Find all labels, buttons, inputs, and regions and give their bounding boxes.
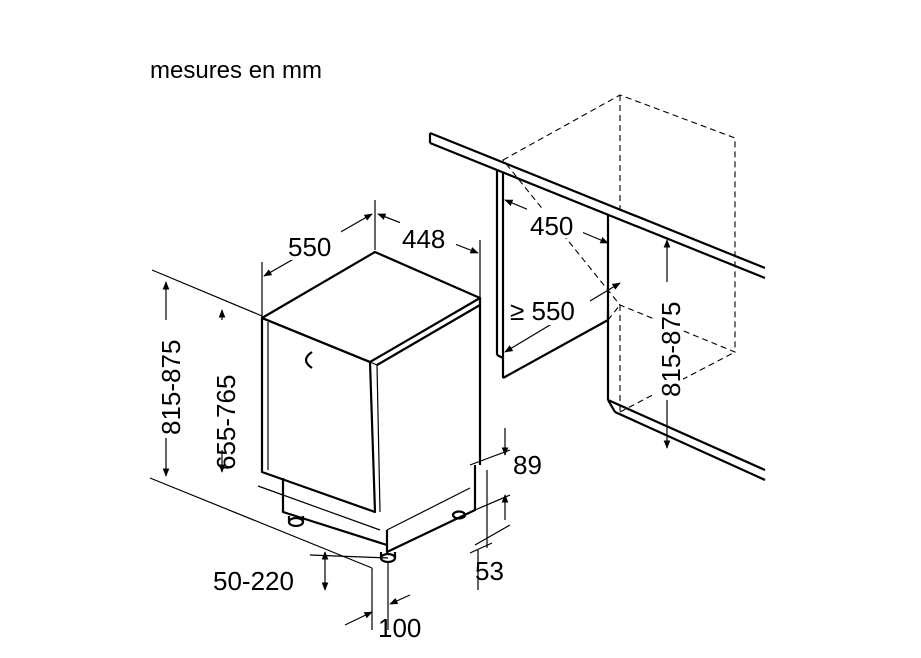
dim-niche-min-depth: ≥ 550	[504, 282, 621, 353]
dim-plinth-height: 53	[469, 542, 504, 590]
label-50-220: 50-220	[213, 566, 294, 596]
label-815-875: 815-875	[156, 340, 186, 435]
door-front	[260, 316, 377, 514]
dim-depth: 550	[263, 213, 373, 277]
label-550: 550	[288, 232, 331, 262]
dim-niche-height: 815-875	[653, 239, 686, 449]
label-89: 89	[513, 450, 542, 480]
label-100: 100	[378, 613, 421, 643]
label-min-550: ≥ 550	[510, 296, 575, 326]
label-53: 53	[475, 556, 504, 586]
dim-foot-offset: 100	[344, 594, 421, 643]
label-448: 448	[402, 224, 445, 254]
dim-niche-depth: 450	[504, 199, 609, 244]
units-note: mesures en mm	[150, 57, 322, 84]
foot-front-left	[287, 516, 305, 528]
label-450: 450	[530, 211, 573, 241]
foot-rear	[451, 510, 467, 520]
dim-width: 448	[377, 213, 479, 254]
label-niche-815-875: 815-875	[656, 302, 686, 397]
top-face	[260, 250, 482, 364]
dishwasher-body	[149, 200, 511, 630]
niche-cabinet	[428, 94, 766, 482]
dim-appliance-height: 815-875	[152, 281, 186, 477]
dim-foot-adjust: 50-220	[213, 551, 329, 596]
dim-plinth-gap: 89	[486, 428, 542, 548]
label-655-765: 655-765	[211, 375, 241, 470]
dim-door-height: 655-765	[207, 309, 241, 473]
door-handle-icon	[304, 351, 313, 369]
